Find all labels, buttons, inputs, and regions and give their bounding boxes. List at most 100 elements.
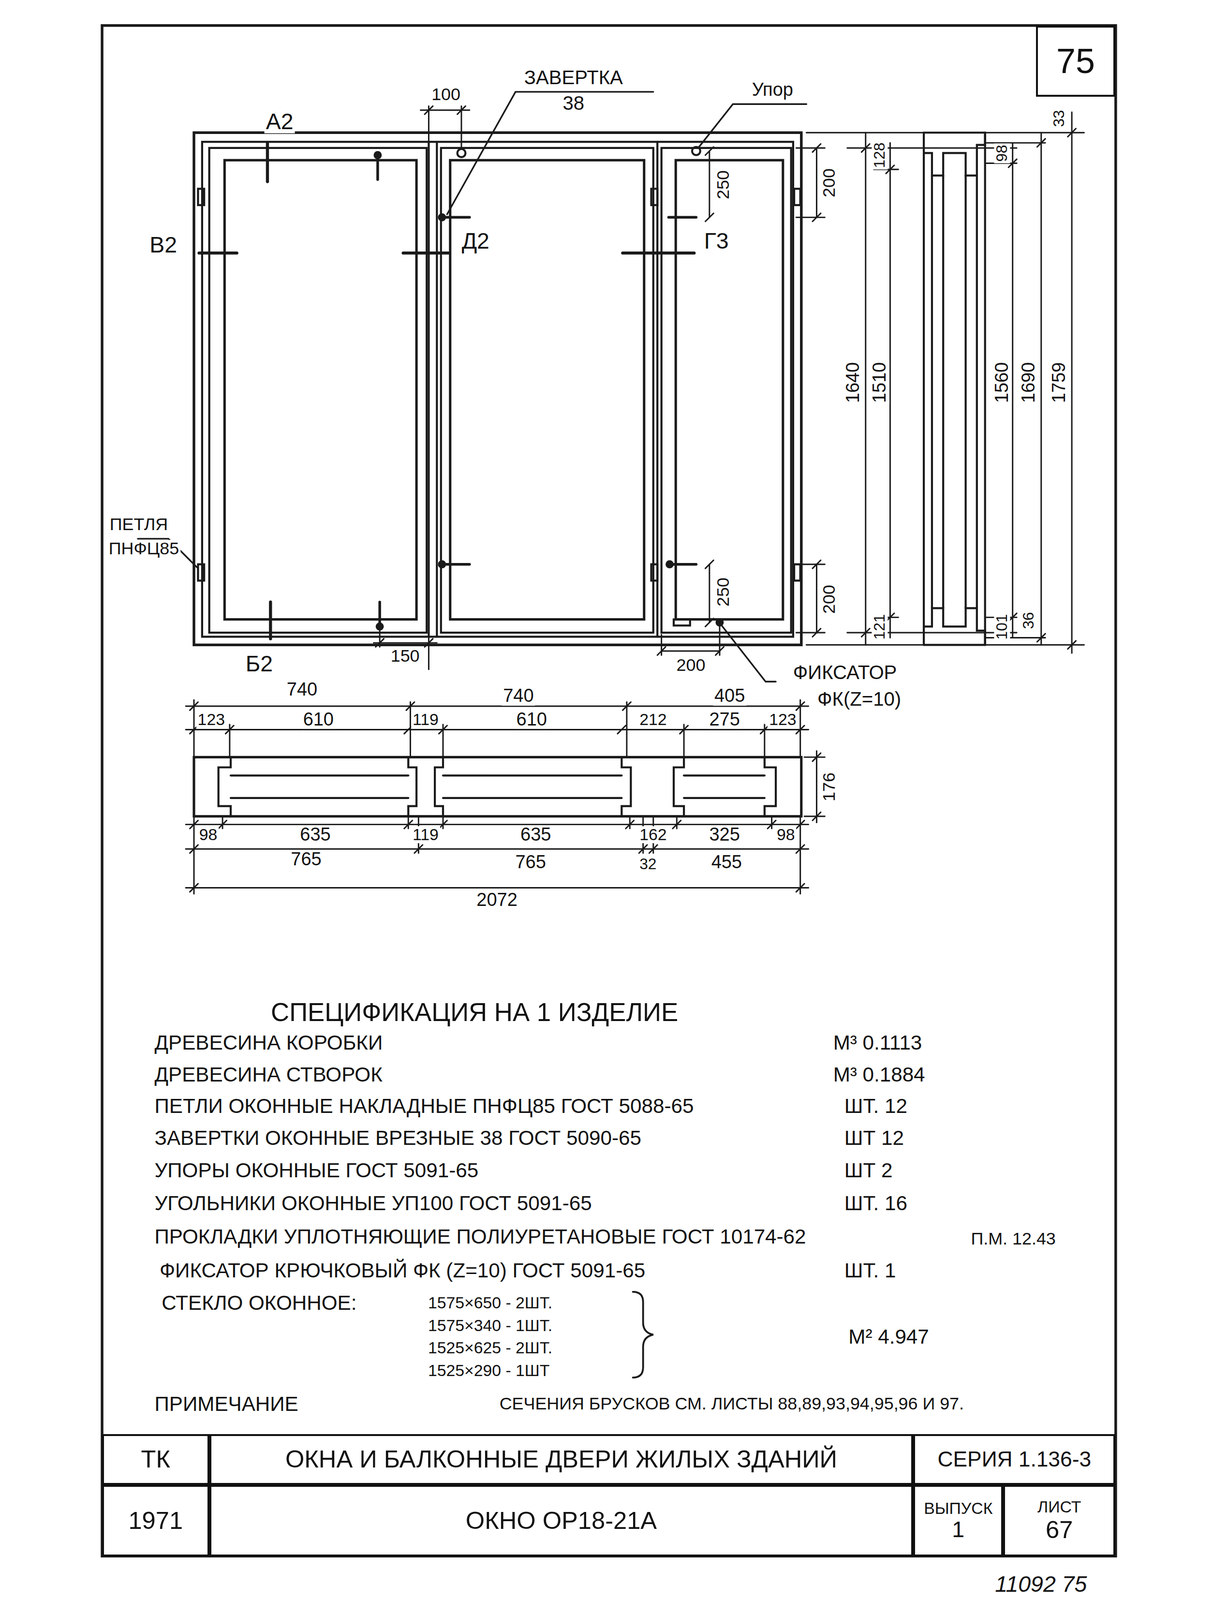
spec-item: ДРЕВЕСИНА СТВОРОК bbox=[153, 1064, 385, 1086]
dimension-label: 119 bbox=[411, 710, 441, 728]
title-cell: 1971 bbox=[102, 1484, 210, 1557]
horizontal-section bbox=[193, 756, 802, 816]
brace bbox=[633, 1291, 654, 1378]
dimension-label: 2072 bbox=[474, 890, 519, 910]
callout-label: ФИКСАТОР bbox=[791, 662, 899, 683]
dimension-label: 740 bbox=[285, 680, 319, 700]
title-block-text: 75 bbox=[1056, 42, 1095, 81]
dimension-label: 128 bbox=[871, 140, 888, 170]
spec-item: УГОЛЬНИКИ ОКОННЫЕ УП100 ГОСТ 5091-65 bbox=[153, 1192, 594, 1214]
dimension-label: 119 bbox=[411, 826, 441, 844]
title-block-text: ТК bbox=[141, 1445, 171, 1473]
section-marks bbox=[199, 142, 695, 639]
dimension-lines bbox=[373, 105, 1084, 670]
title-cell: ОКНА И БАЛКОННЫЕ ДВЕРИ ЖИЛЫХ ЗДАНИЙ bbox=[209, 1434, 914, 1486]
title-cell: ЛИСТ67 bbox=[1003, 1484, 1116, 1557]
spec-item: ПРОКЛАДКИ УПЛОТНЯЮЩИЕ ПОЛИУРЕТАНОВЫЕ ГОС… bbox=[153, 1226, 808, 1248]
archive-number: 11092 75 bbox=[993, 1571, 1089, 1596]
window-elevation bbox=[193, 132, 802, 645]
section-mark: Г3 bbox=[702, 229, 731, 253]
dimension-label: 33 bbox=[1051, 108, 1068, 129]
hardware bbox=[197, 147, 800, 630]
section-mark: Д2 bbox=[460, 229, 491, 253]
dimension-label: 610 bbox=[515, 710, 549, 730]
dimension-label: 765 bbox=[514, 852, 548, 873]
dimension-label: 405 bbox=[712, 686, 747, 706]
title-cell: ОКНО ОР18-21А bbox=[209, 1484, 914, 1557]
title-block-text: 1 bbox=[951, 1517, 965, 1542]
vertical-section bbox=[923, 132, 986, 645]
spec-item: ФИКСАТОР КРЮЧКОВЫЙ ФК (Z=10) ГОСТ 5091-6… bbox=[158, 1259, 647, 1282]
dimension-label: 1690 bbox=[1019, 360, 1039, 405]
plan-dimension-lines bbox=[185, 699, 825, 894]
dimension-label: 1759 bbox=[1049, 360, 1069, 405]
dimension-label: 123 bbox=[767, 710, 798, 728]
dimension-label: 1510 bbox=[870, 360, 890, 405]
title-block-text: ЛИСТ bbox=[1037, 1497, 1081, 1516]
callout-label: ЗАВЕРТКА bbox=[522, 67, 625, 88]
dimension-label: 275 bbox=[707, 710, 741, 730]
spec-value: 1525×290 - 1ШТ bbox=[426, 1361, 551, 1379]
spec-value: ШТ 12 bbox=[843, 1126, 906, 1149]
title-block-text: 1971 bbox=[128, 1507, 183, 1535]
callout-label: Упор bbox=[750, 80, 795, 100]
spec-item: ЗАВЕРТКИ ОКОННЫЕ ВРЕЗНЫЕ 38 ГОСТ 5090-65 bbox=[153, 1126, 643, 1149]
title-block-text: ОКНА И БАЛКОННЫЕ ДВЕРИ ЖИЛЫХ ЗДАНИЙ bbox=[285, 1445, 838, 1473]
section-mark: Б2 bbox=[244, 651, 275, 676]
dimension-label: 150 bbox=[389, 647, 422, 666]
title-block-text: 67 bbox=[1045, 1516, 1073, 1544]
spec-value: М² 4.947 bbox=[846, 1326, 931, 1348]
dimension-label: 101 bbox=[993, 612, 1010, 641]
dimension-label: 325 bbox=[707, 825, 741, 845]
dimension-label: 765 bbox=[289, 849, 323, 870]
page-number-box: 75 bbox=[1035, 25, 1116, 98]
note-label: ПРИМЕЧАНИЕ bbox=[153, 1393, 300, 1415]
spec-value: М³ 0.1884 bbox=[831, 1064, 927, 1086]
dimension-label: 162 bbox=[637, 826, 668, 844]
callout-label: 38 bbox=[561, 92, 587, 114]
spec-value: ШТ. 1 bbox=[843, 1259, 898, 1282]
dimension-label: 121 bbox=[871, 612, 888, 641]
title-cell: ТК bbox=[102, 1434, 210, 1486]
title-cell: СЕРИЯ 1.136-3 bbox=[913, 1434, 1116, 1486]
dimension-label: 610 bbox=[301, 710, 336, 730]
dimension-label: 1640 bbox=[843, 360, 863, 405]
dimension-label: 212 bbox=[637, 710, 668, 728]
dimension-label: 32 bbox=[637, 856, 658, 873]
callout-label: ПЕТЛЯ bbox=[108, 515, 170, 534]
spec-item: ПЕТЛИ ОКОННЫЕ НАКЛАДНЫЕ ПНФЦ85 ГОСТ 5088… bbox=[153, 1095, 696, 1117]
spec-value: ШТ 2 bbox=[843, 1159, 895, 1182]
dimension-label: 1560 bbox=[992, 360, 1012, 405]
dimension-label: 176 bbox=[820, 770, 840, 803]
spec-item: ДРЕВЕСИНА КОРОБКИ bbox=[153, 1032, 385, 1054]
spec-value: 1575×340 - 1ШТ. bbox=[426, 1316, 554, 1334]
spec-value: ШТ. 16 bbox=[843, 1192, 909, 1214]
dimension-label: 98 bbox=[993, 143, 1010, 163]
section-mark: А2 bbox=[264, 109, 296, 134]
dimension-label: 635 bbox=[298, 825, 332, 845]
dimension-label: 635 bbox=[518, 825, 553, 845]
sheet-frame bbox=[102, 25, 1116, 1557]
dimension-label: 200 bbox=[820, 166, 840, 199]
dimension-label: 250 bbox=[714, 576, 733, 608]
title-block-text: ОКНО ОР18-21А bbox=[465, 1507, 657, 1535]
callout-label: ПНФЦ85 bbox=[107, 539, 181, 559]
spec-item: СТЕКЛО ОКОННОЕ: bbox=[160, 1292, 358, 1314]
spec-item: УПОРЫ ОКОННЫЕ ГОСТ 5091-65 bbox=[153, 1159, 481, 1182]
callout-label: ФК(Z=10) bbox=[815, 688, 903, 710]
dimension-label: 200 bbox=[820, 583, 840, 616]
dimension-label: 100 bbox=[429, 85, 462, 104]
spec-heading: СПЕЦИФИКАЦИЯ НА 1 ИЗДЕЛИЕ bbox=[269, 998, 680, 1026]
dimension-label: 36 bbox=[1020, 610, 1037, 631]
dimension-label: 455 bbox=[710, 852, 744, 873]
dimension-label: 250 bbox=[714, 168, 733, 201]
title-block-text: ВЫПУСК bbox=[923, 1499, 993, 1518]
spec-value: ШТ. 12 bbox=[843, 1095, 909, 1117]
note-text: СЕЧЕНИЯ БРУСКОВ СМ. ЛИСТЫ 88,89,93,94,95… bbox=[498, 1395, 966, 1414]
dimension-label: 123 bbox=[196, 710, 227, 728]
dimension-label: 740 bbox=[501, 686, 535, 706]
dimension-label: 98 bbox=[197, 826, 220, 844]
